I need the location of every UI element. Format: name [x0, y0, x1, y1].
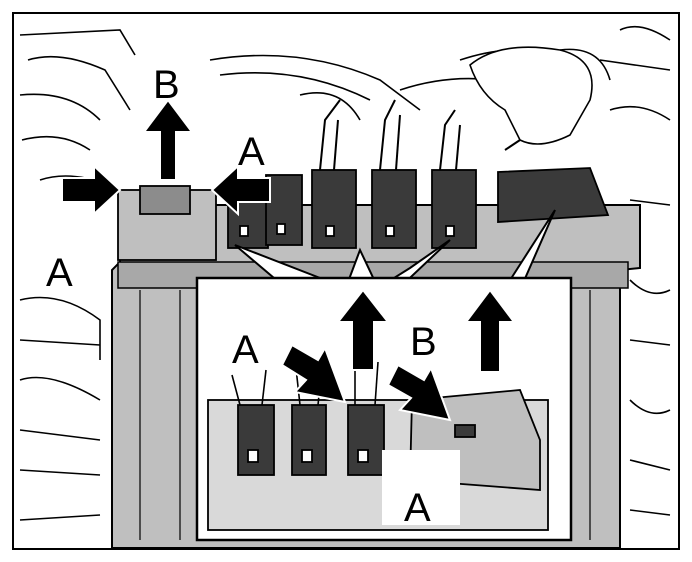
push-arrow-icon [386, 363, 452, 422]
pull-up-arrow-icon [142, 98, 194, 181]
relay-block [497, 167, 610, 223]
connector-row [117, 99, 610, 261]
callout-b-inset: B [410, 320, 437, 364]
callout-b: B [153, 63, 180, 107]
callout-a: A [46, 251, 73, 295]
push-arrow-icon [210, 163, 271, 217]
callout-a: A [238, 130, 265, 174]
background-sketch [19, 25, 671, 521]
pull-up-arrow-icon [335, 288, 391, 371]
connector [431, 169, 477, 249]
pull-up-arrow-icon [464, 288, 516, 373]
callout-a-inset-bottom: A [404, 486, 431, 530]
arrows [61, 98, 516, 422]
push-arrow-icon [61, 163, 122, 217]
inset-connector [291, 404, 327, 476]
push-arrow-icon [280, 343, 347, 404]
inset-connector [237, 404, 275, 476]
callout-a-inset: A [232, 328, 259, 372]
inset-connector [347, 404, 385, 476]
